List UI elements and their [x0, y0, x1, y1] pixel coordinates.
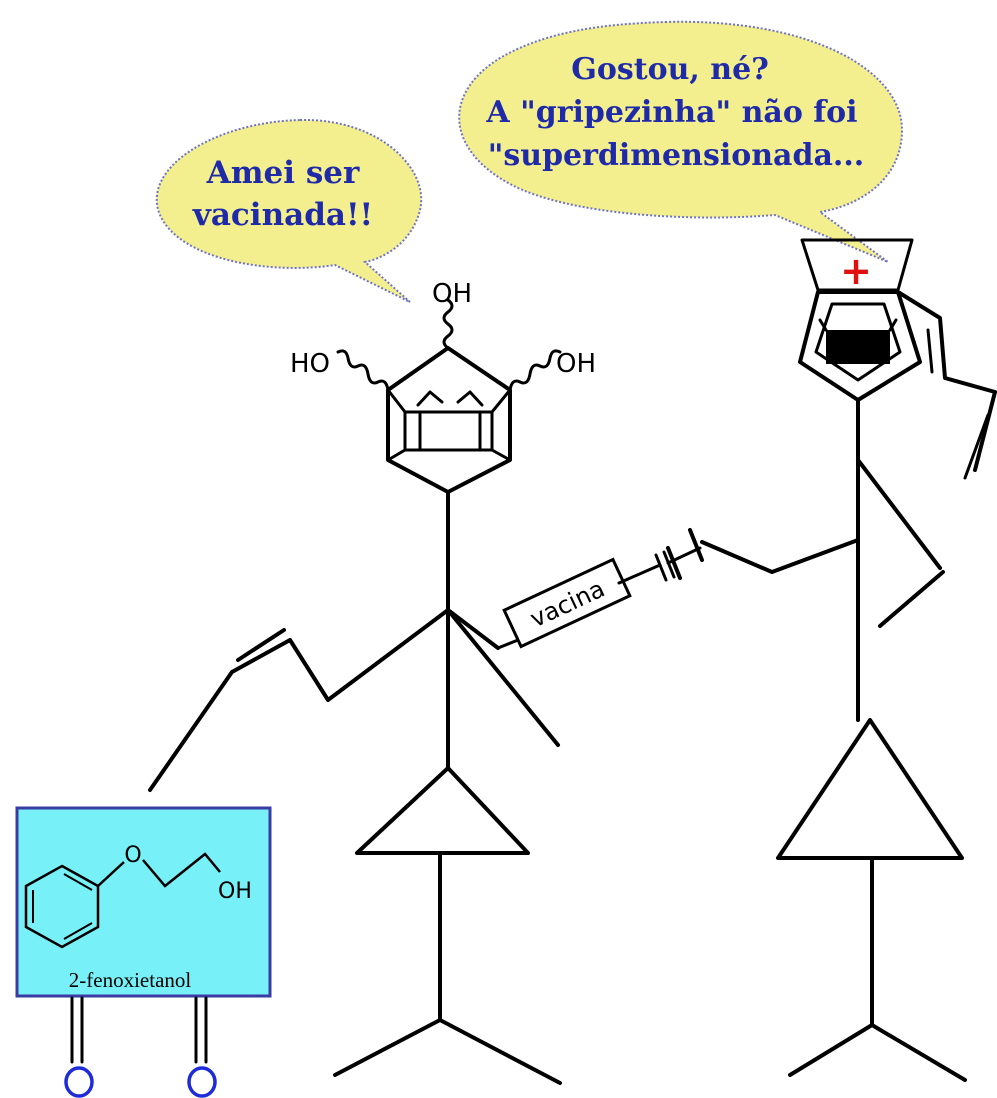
left-leg-left — [333, 1018, 442, 1077]
right-head — [798, 290, 922, 402]
speech-bubble-left: Amei ser vacinada!! — [155, 118, 423, 303]
right-leg-right — [870, 1023, 967, 1082]
right-eye — [456, 390, 484, 407]
left-figure: OH HO OH — [148, 279, 596, 1085]
speech-bubble-right: Gostou, né? A "gripezinha" não foi "supe… — [458, 20, 904, 263]
right-leg-left — [788, 1023, 874, 1077]
oh-top-label: OH — [432, 279, 472, 309]
left-arm-double — [236, 628, 286, 662]
speech-bubble-right-shape — [458, 20, 904, 263]
left-head — [386, 346, 512, 494]
bubble-right-line-3: "superdimensionada... — [488, 138, 865, 173]
wavy-bond-top — [442, 298, 454, 350]
right-arm-down — [856, 458, 942, 570]
cross-icon: + — [840, 249, 872, 293]
bubble-left-line-2: vacinada!! — [192, 197, 373, 233]
left-arm-chain — [148, 608, 450, 792]
right-hips — [776, 718, 964, 860]
face-mask — [826, 330, 890, 364]
fenoxietanol-box-frame — [15, 806, 272, 998]
syringe-barrel — [502, 557, 632, 649]
wavy-bond-left — [336, 349, 390, 392]
right-figure: + — [700, 238, 997, 1082]
syringe: vacina — [496, 528, 704, 650]
right-arm-to-syringe — [700, 538, 860, 574]
speech-bubble-left-shape — [155, 118, 423, 303]
box-legs — [64, 996, 217, 1098]
ho-left-label: HO — [290, 349, 330, 379]
left-leg-right — [438, 1018, 562, 1085]
fenoxietanol-box: O OH 2-fenoxietanol — [15, 806, 272, 998]
oh-right-label: OH — [556, 349, 596, 379]
left-arm-right — [446, 608, 560, 747]
bubble-right-line-1: Gostou, né? — [571, 52, 769, 87]
right-arm-lower — [878, 570, 945, 628]
hair-chain — [896, 290, 997, 394]
box-o-label: O — [124, 843, 141, 868]
fenoxietanol-caption: 2-fenoxietanol — [69, 968, 192, 992]
bubble-left-line-1: Amei ser — [206, 155, 360, 191]
left-arm-to-syringe — [446, 608, 500, 650]
o-right-circle — [187, 1066, 217, 1098]
bubble-right-line-2: A "gripezinha" não foi — [485, 95, 857, 130]
o-left-circle — [64, 1066, 94, 1098]
left-hips — [355, 766, 530, 855]
wavy-bond-right — [508, 349, 562, 392]
box-oh-label: OH — [218, 879, 252, 904]
left-eye — [416, 390, 444, 407]
